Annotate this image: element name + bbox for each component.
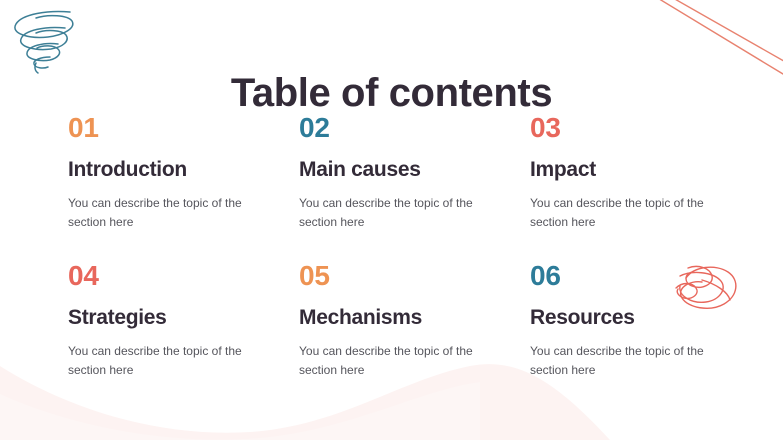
toc-item-heading: Mechanisms xyxy=(299,306,423,329)
toc-item-number: 04 xyxy=(68,260,99,291)
toc-item-description: You can describe the topic of the sectio… xyxy=(530,344,704,377)
toc-item-description: You can describe the topic of the sectio… xyxy=(530,196,704,229)
toc-item-description: You can describe the topic of the sectio… xyxy=(299,196,473,229)
toc-item-number: 03 xyxy=(530,112,561,143)
toc-item-number: 06 xyxy=(530,260,561,291)
spiral-doodle-icon xyxy=(14,10,74,74)
page-title: Table of contents xyxy=(230,70,553,115)
table-of-contents-grid: 01 Introduction You can describe the top… xyxy=(68,112,758,408)
toc-item-01[interactable]: 01 Introduction You can describe the top… xyxy=(68,112,299,260)
toc-item-05[interactable]: 05 Mechanisms You can describe the topic… xyxy=(299,260,530,408)
toc-item-02[interactable]: 02 Main causes You can describe the topi… xyxy=(299,112,530,260)
toc-item-06[interactable]: 06 Resources You can describe the topic … xyxy=(530,260,758,408)
toc-item-description: You can describe the topic of the sectio… xyxy=(299,344,473,377)
toc-item-number: 01 xyxy=(68,112,99,143)
toc-item-heading: Impact xyxy=(530,158,596,181)
toc-item-03[interactable]: 03 Impact You can describe the topic of … xyxy=(530,112,758,260)
toc-item-04[interactable]: 04 Strategies You can describe the topic… xyxy=(68,260,299,408)
toc-item-description: You can describe the topic of the sectio… xyxy=(68,344,242,377)
toc-item-heading: Main causes xyxy=(299,158,421,181)
toc-item-number: 02 xyxy=(299,112,330,143)
toc-item-heading: Introduction xyxy=(68,158,187,181)
toc-item-heading: Resources xyxy=(530,306,635,329)
toc-item-description: You can describe the topic of the sectio… xyxy=(68,196,242,229)
toc-item-number: 05 xyxy=(299,260,330,291)
toc-item-heading: Strategies xyxy=(68,306,167,329)
